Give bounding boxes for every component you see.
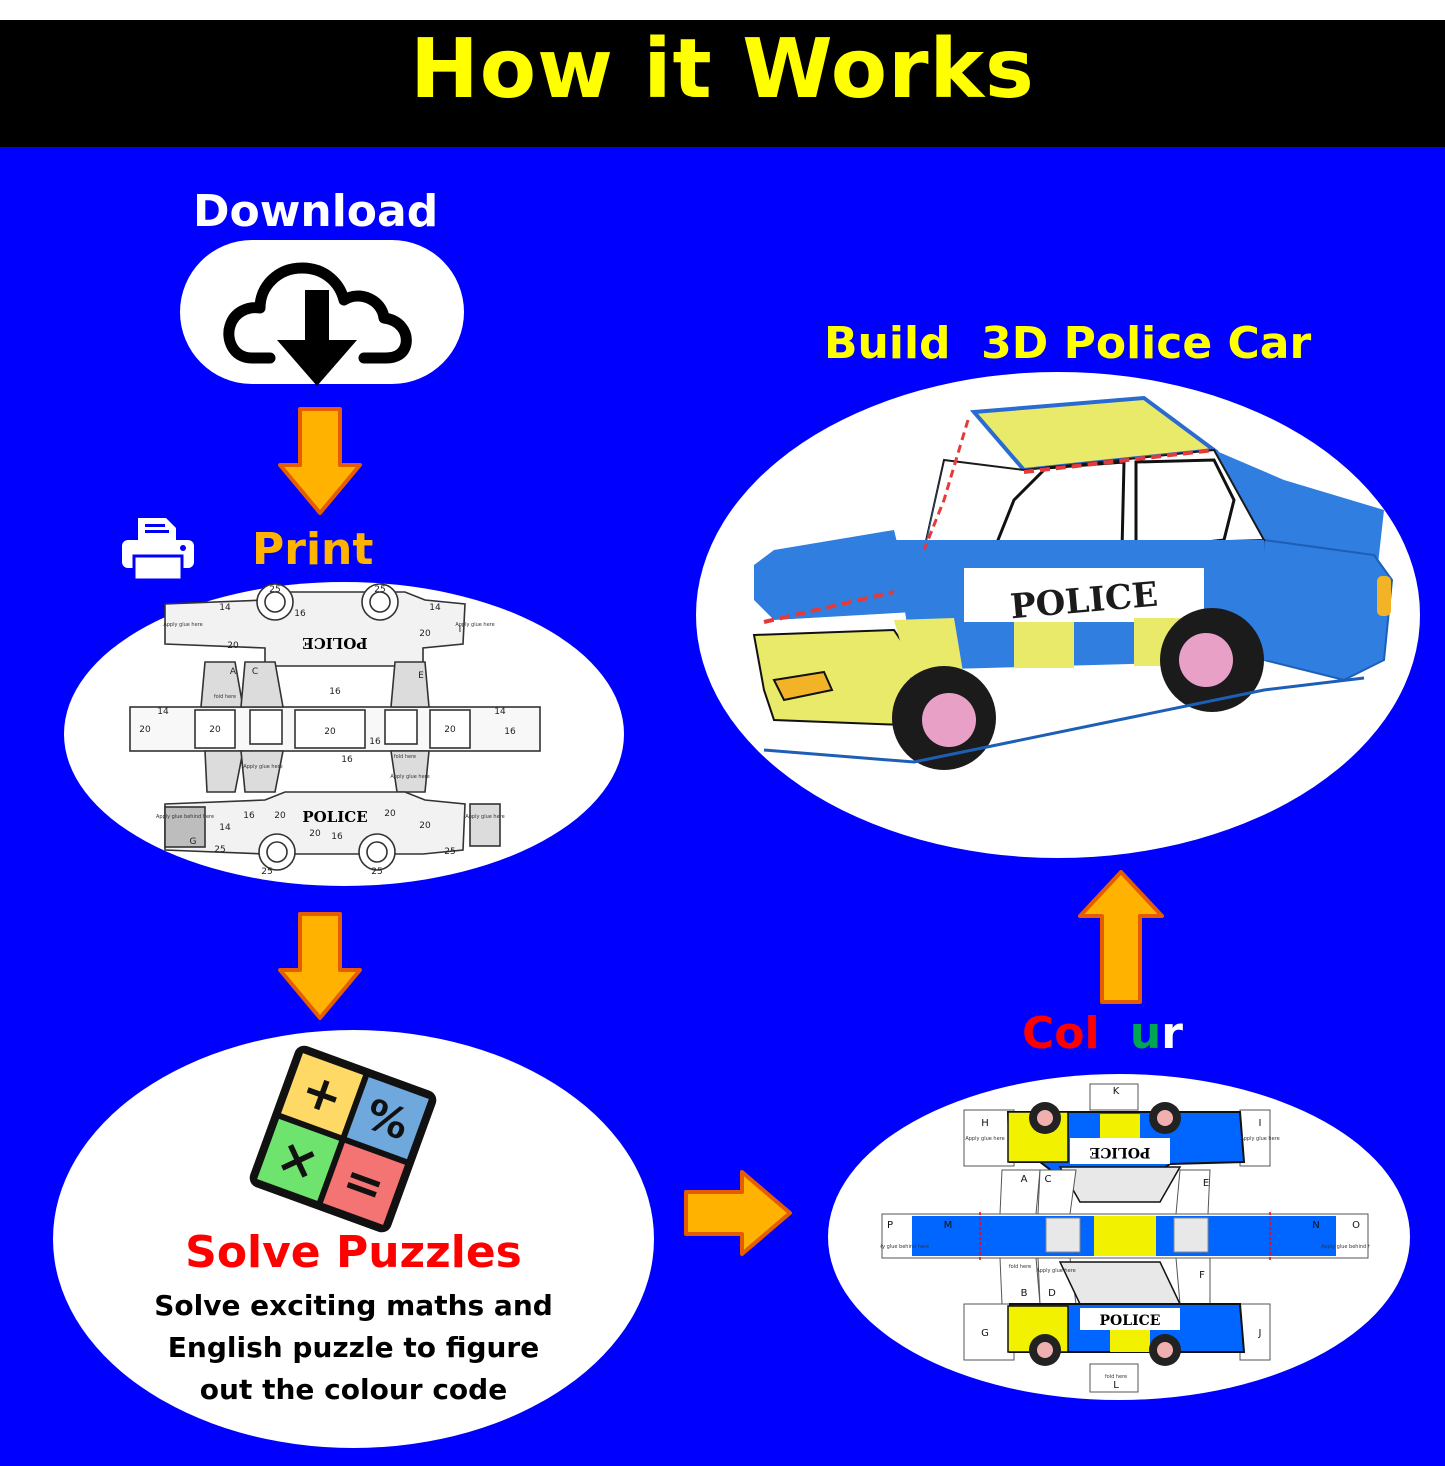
template-number: 14 (429, 603, 441, 613)
template-letter: C (252, 667, 258, 677)
colour-template-small-text: Apply glue here (965, 1136, 1004, 1142)
colour-template-letter: O (1352, 1220, 1360, 1231)
template-number: 16 (243, 811, 255, 821)
template-number: 14 (494, 707, 506, 717)
template-police-bottom-text: POLICE (302, 808, 367, 826)
colour-template-letter: H (981, 1118, 989, 1129)
template-number: 20 (139, 725, 151, 735)
print-label: Print (252, 524, 374, 575)
template-number: 25 (269, 585, 280, 595)
download-label: Download (193, 186, 439, 237)
template-number: 25 (261, 867, 272, 877)
template-number: 16 (331, 832, 343, 842)
header-bar (0, 20, 1445, 147)
template-number: 20 (324, 727, 336, 737)
police-car-3d-image: POLICE (744, 390, 1404, 790)
colour-template-letter: D (1048, 1288, 1056, 1299)
colour-template-small-text: Apply glue here (1036, 1268, 1075, 1274)
colour-letter: C (1022, 1008, 1055, 1059)
template-small-text: Apply glue here (455, 622, 494, 628)
template-number: 20 (419, 821, 431, 831)
template-number: 25 (371, 867, 382, 877)
colour-template-small-text: fold here (1105, 1374, 1127, 1380)
build-label: Build 3D Police Car (824, 318, 1312, 369)
colour-letter: o (1099, 1008, 1130, 1059)
coloured-template-image: POLICE POLICE H I G J (880, 1082, 1370, 1398)
template-number: 20 (444, 725, 456, 735)
colour-template-letter: I (1259, 1118, 1262, 1129)
math-operators-icon: + % × = (240, 1036, 446, 1242)
template-letter: I (459, 625, 462, 635)
template-number: 20 (384, 809, 396, 819)
arrow-down-icon (278, 912, 362, 1022)
colour-template-small-text: Apply glue behind here (880, 1244, 929, 1250)
arrow-down-icon (278, 407, 362, 515)
solve-description-line-2: English puzzle to figure (167, 1331, 540, 1364)
bw-template-image: POLICE POLICE 20 20 20 20 14 14 16 16 16… (125, 582, 555, 882)
template-number: 14 (157, 707, 169, 717)
template-small-text: fold here (214, 694, 236, 700)
colour-template-letter: G (981, 1328, 989, 1339)
template-small-text: fold here (394, 754, 416, 760)
template-small-text: Apply glue here (465, 814, 504, 820)
template-letter: G (190, 837, 197, 847)
colour-template-small-text: Apply glue here (1240, 1136, 1279, 1142)
colour-letter: u (1129, 1008, 1162, 1059)
colour-template-letter: C (1045, 1174, 1052, 1185)
template-number: 14 (219, 823, 231, 833)
colour-letter: l (1084, 1008, 1100, 1059)
template-letter: A (230, 667, 237, 677)
colour-template-police-bottom-text: POLICE (1100, 1313, 1161, 1329)
solve-description-line-1: Solve exciting maths and (154, 1289, 553, 1322)
colour-letter: o (1054, 1008, 1085, 1059)
arrow-up-icon (1076, 870, 1166, 1006)
template-number: 20 (419, 629, 431, 639)
printer-icon (120, 516, 196, 582)
template-number: 16 (341, 755, 353, 765)
template-letter: E (418, 671, 424, 681)
template-number: 20 (209, 725, 221, 735)
template-police-top-text: POLICE (302, 634, 367, 652)
colour-template-letter: F (1199, 1270, 1205, 1281)
colour-template-letter: M (944, 1220, 953, 1231)
template-small-text: Apply glue here (163, 622, 202, 628)
colour-letter: r (1161, 1008, 1183, 1059)
colour-template-small-text: fold here (1009, 1264, 1031, 1270)
template-number: 25 (214, 845, 225, 855)
template-small-text: Apply glue here (243, 764, 282, 770)
colour-label: Colour (1022, 1008, 1183, 1059)
colour-template-letter: L (1113, 1380, 1119, 1391)
template-number: 20 (227, 641, 239, 651)
colour-template-letter: N (1312, 1220, 1319, 1231)
colour-template-letter: J (1258, 1328, 1262, 1339)
arrow-right-icon (684, 1168, 794, 1258)
template-number: 25 (374, 585, 385, 595)
template-number: 16 (504, 727, 516, 737)
cloud-download-icon (222, 250, 412, 390)
colour-template-letter: K (1113, 1086, 1120, 1097)
template-number: 16 (369, 737, 381, 747)
colour-template-letter: E (1203, 1178, 1209, 1189)
colour-template-letter: A (1021, 1174, 1028, 1185)
template-small-text: Apply glue here (390, 774, 429, 780)
colour-template-police-top-text: POLICE (1090, 1144, 1151, 1160)
template-number: 20 (309, 829, 321, 839)
template-number: 20 (274, 811, 286, 821)
template-small-text: Apply glue behind here (156, 814, 214, 820)
colour-template-letter: B (1021, 1288, 1028, 1299)
solve-puzzles-label: Solve Puzzles (185, 1227, 522, 1278)
template-number: 16 (329, 687, 341, 697)
colour-template-letter: P (887, 1220, 893, 1231)
template-number: 16 (294, 609, 306, 619)
colour-template-small-text: Apply glue behind here (1321, 1244, 1370, 1250)
solve-description-line-3: out the colour code (199, 1373, 508, 1406)
page-title: How it Works (410, 22, 1035, 117)
template-number: 25 (444, 847, 455, 857)
template-number: 14 (219, 603, 231, 613)
